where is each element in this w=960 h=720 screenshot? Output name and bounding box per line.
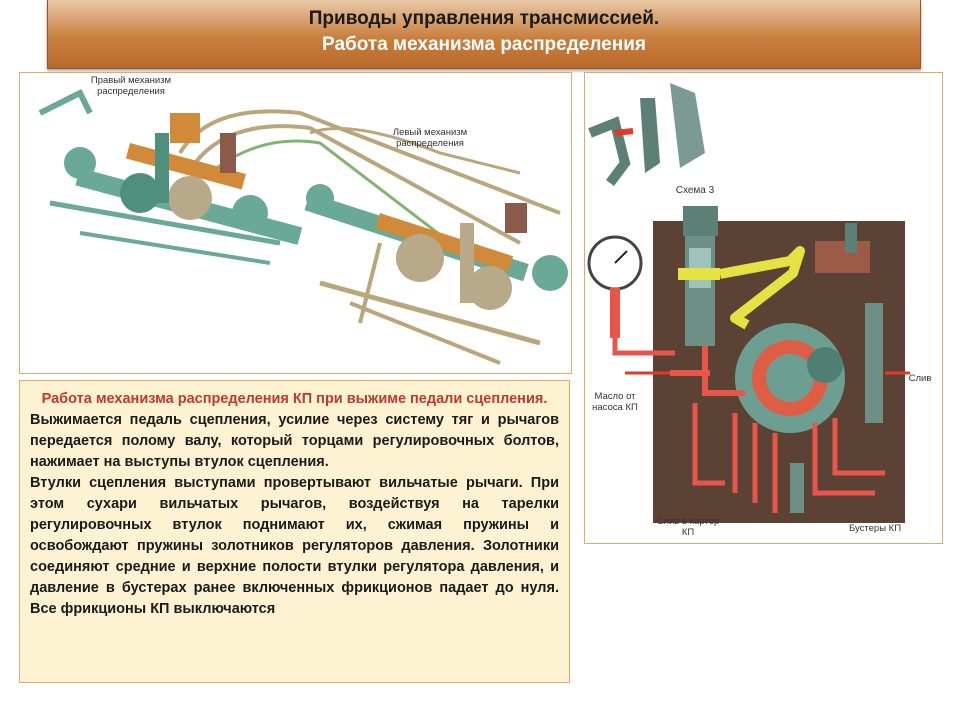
description-paragraph-1: Выжимается педаль сцепления, усилие чере… bbox=[30, 412, 559, 470]
mechanism-drawing bbox=[38, 88, 568, 365]
label-left-mechanism: Левый механизм распределения bbox=[392, 127, 468, 149]
label-boosters: Бустеры КП bbox=[848, 523, 902, 534]
description-paragraph-2: Втулки сцепления выступами провертывают … bbox=[30, 475, 559, 617]
scheme-drawing bbox=[587, 83, 910, 523]
label-oil-from-pump: Масло от насоса КП bbox=[592, 391, 638, 413]
page-title: Приводы управления трансмиссией. bbox=[308, 8, 660, 29]
title-bar: Приводы управления трансмиссией. Работа … bbox=[47, 0, 921, 69]
label-right-mechanism: Правый механизм распределения bbox=[90, 75, 172, 97]
mechanism-illustration: Правый механизм распределения Левый меха… bbox=[19, 72, 572, 374]
label-scheme: Схема 3 bbox=[675, 185, 715, 196]
label-drain: Слив bbox=[908, 373, 932, 384]
hydraulic-scheme: Схема 3 Масло от насоса КП Слив Слив в к… bbox=[584, 72, 943, 544]
page-subtitle: Работа механизма распределения bbox=[322, 34, 646, 55]
description-heading: Работа механизма распределения КП при вы… bbox=[41, 391, 548, 407]
description-panel: Работа механизма распределения КП при вы… bbox=[19, 380, 570, 683]
label-drain-to-case: Слив в картер КП bbox=[656, 516, 720, 538]
